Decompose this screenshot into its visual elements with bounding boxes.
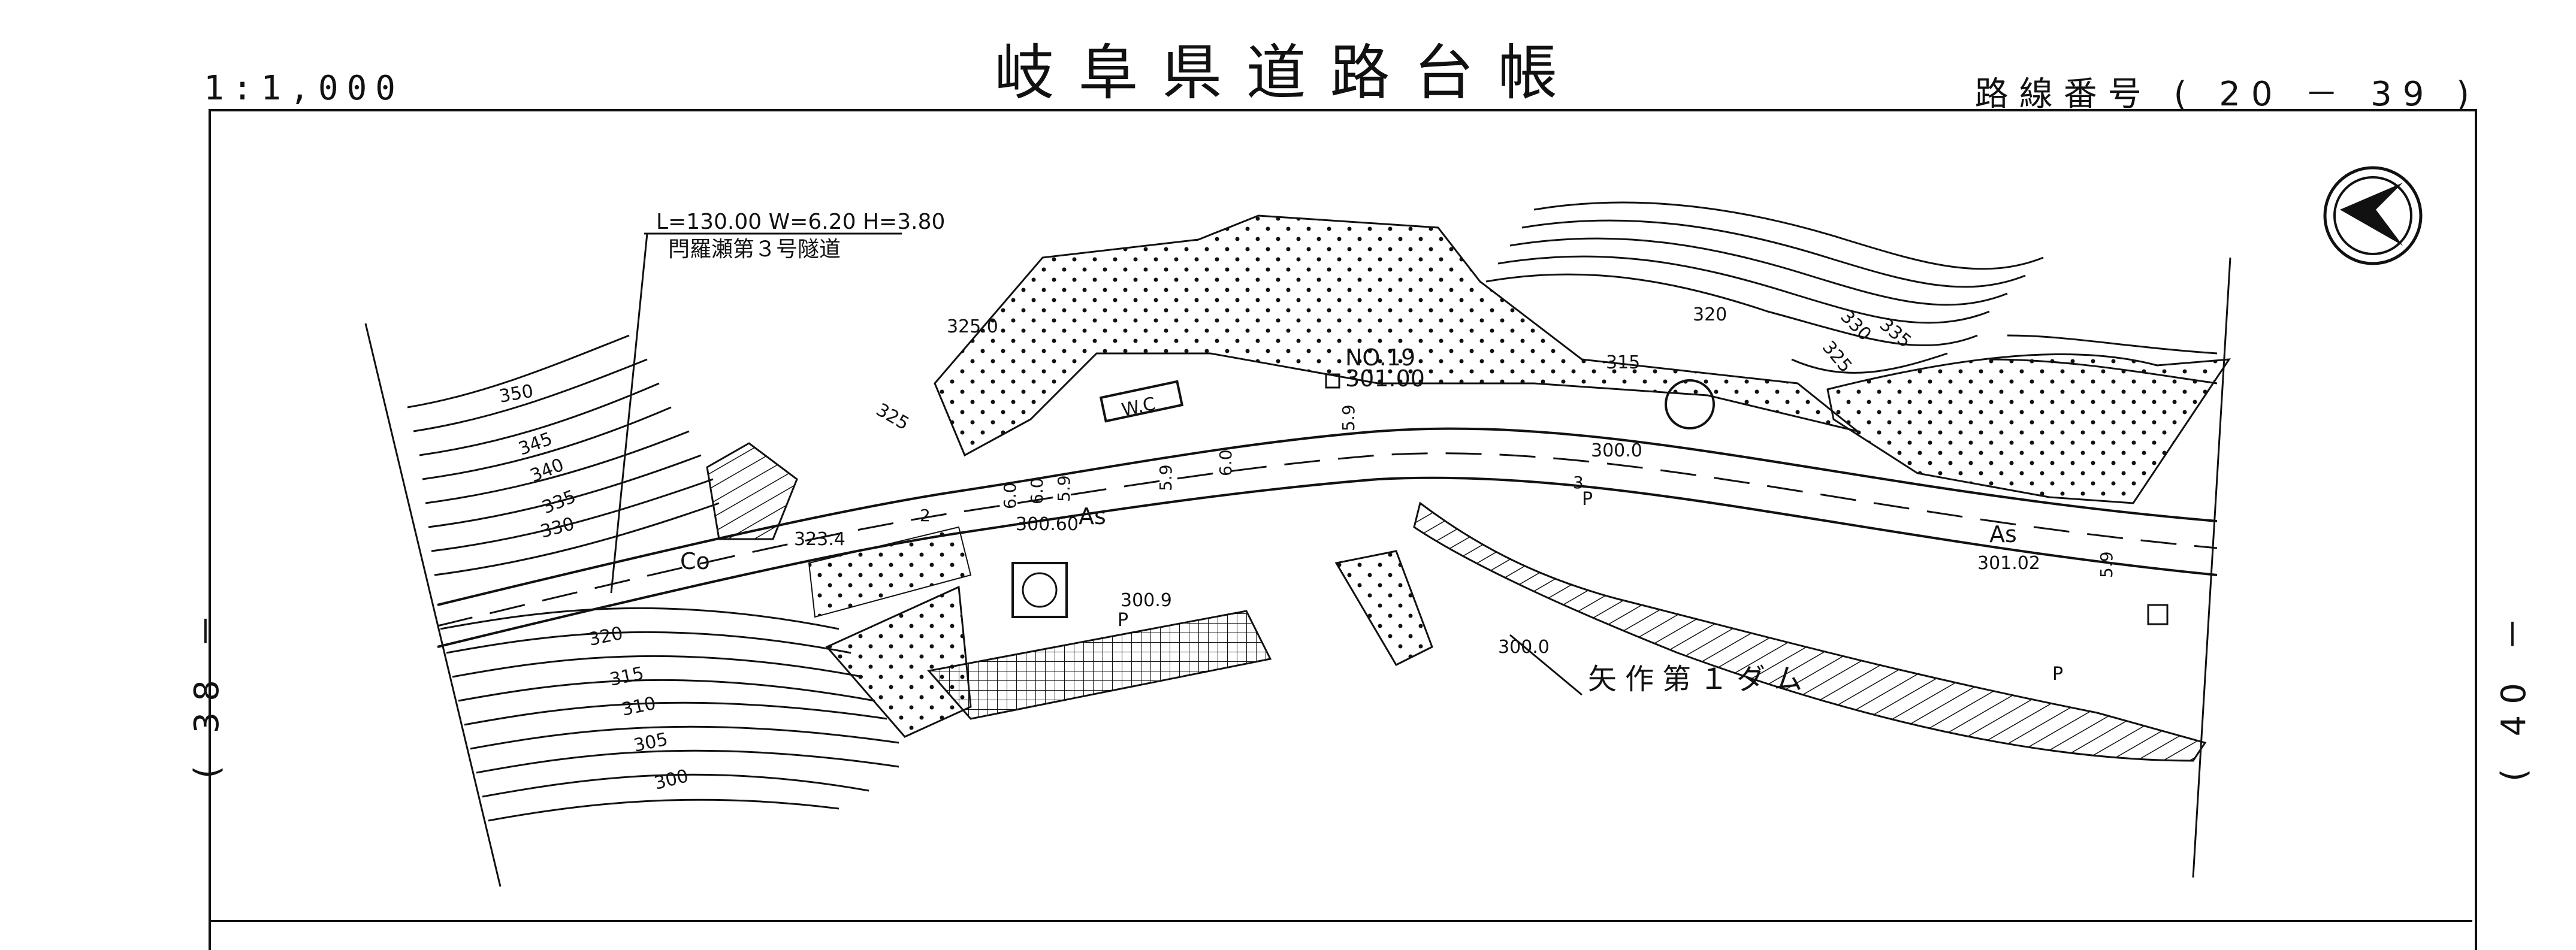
contour-label: 320: [1693, 304, 1727, 325]
spot-height: 323.4: [794, 529, 845, 550]
parking-label: P: [1118, 610, 1128, 631]
slope-dotted-east: [1826, 353, 2231, 504]
road-width-labels: 2 6.0 6.0 5.9 5.9 6.0 5.9 3 5.9: [920, 404, 2116, 578]
parking-label: P: [2052, 664, 2063, 685]
north-arrow-icon: [2323, 166, 2423, 265]
contour-label: 330: [538, 513, 576, 543]
map-title: 岐阜県道路台帳: [994, 38, 1582, 108]
parking-label: P: [1582, 489, 1593, 510]
sheet-bottom-line: [209, 920, 2472, 922]
contour-label: 325: [872, 400, 913, 435]
width-label: 3: [1573, 473, 1584, 492]
tunnel-leader-line: [610, 232, 648, 594]
pond: [1022, 572, 1058, 608]
contour-label: 315: [1606, 352, 1640, 373]
contour-label: 325: [1818, 337, 1856, 377]
spot-height: 300.9: [1121, 590, 1172, 611]
width-label: 5.9: [1054, 475, 1074, 502]
width-label: 6.0: [1216, 449, 1236, 476]
road: [437, 427, 2218, 648]
spot-height: 300.60: [1016, 514, 1079, 535]
width-label: 5.9: [1156, 464, 1176, 491]
spot-height: 300.0: [1591, 440, 1642, 461]
surface-label: As: [1989, 521, 2017, 547]
hatched-slope: [706, 442, 798, 540]
contours-right: [1485, 201, 2218, 385]
contour-labels: 350 345 340 335 330 325 320 315 310 305 …: [497, 304, 1915, 794]
surface-label: As: [1079, 503, 1106, 530]
width-label: 6.0: [1000, 482, 1020, 509]
benchmark-marker-icon: [1325, 373, 1340, 389]
contour-label: 315: [608, 663, 645, 691]
spot-heights: 323.4 300.60 300.9 300.0 300.0 301.02: [794, 440, 2040, 658]
water-tank-icon: [1665, 379, 1715, 429]
match-line-right: [2192, 257, 2231, 878]
dam-label: 矢作第１ダム: [1588, 662, 1811, 696]
map-frame: [209, 109, 2477, 950]
benchmark-elevation: 301.00: [1345, 365, 1425, 392]
slope-dotted-road-edge: [808, 526, 972, 618]
dam-leader-line: [1509, 634, 1583, 696]
contour-label: 310: [620, 693, 657, 721]
retaining-wall-grid: [927, 610, 1272, 720]
surface-label: Co: [680, 548, 710, 574]
map-scale: 1:1,000: [204, 69, 404, 108]
match-line-left: [364, 323, 502, 887]
width-label: 5.9: [1339, 404, 1358, 431]
width-label: 6.0: [1027, 477, 1047, 504]
tunnel-name: 閂羅瀬第３号隧道: [668, 237, 841, 262]
wc-building: [1099, 380, 1184, 423]
tunnel-dimensions: L=130.00 W=6.20 H=3.80: [656, 210, 945, 234]
contour-label: 340: [527, 455, 567, 487]
contour-label: 325.0: [947, 316, 998, 337]
pond-enclosure: [1011, 562, 1068, 618]
width-label: 2: [920, 506, 931, 525]
contours-left: [407, 334, 899, 822]
contour-label: 305: [632, 729, 669, 757]
width-label: 5.9: [2097, 551, 2116, 578]
contour-label: 300: [652, 766, 690, 794]
route-number: 路線番号 ( 20 － 39 ): [1974, 75, 2480, 114]
contour-label: 320: [587, 623, 624, 651]
benchmark-id[interactable]: NO.19: [1345, 344, 1415, 371]
contour-label: 335: [539, 486, 579, 519]
structure-box-icon: [2147, 604, 2169, 625]
contour-label: 335: [1876, 314, 1915, 352]
slope-dotted-centre: [1334, 550, 1433, 666]
spot-height: 301.02: [1977, 553, 2040, 574]
spot-height: 300.0: [1498, 637, 1550, 658]
dam-reservoir-shore: [1413, 501, 2207, 762]
